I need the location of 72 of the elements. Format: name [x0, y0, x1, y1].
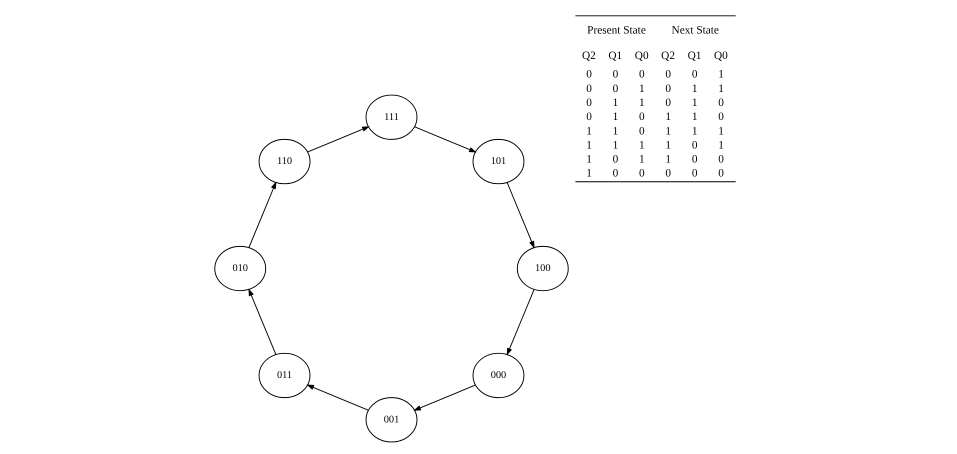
- label: 0: [718, 111, 724, 124]
- arrow: [248, 181, 276, 248]
- label: 1: [638, 96, 644, 109]
- label: 1: [718, 139, 724, 152]
- label: 1: [586, 125, 592, 138]
- arrow: [506, 182, 534, 249]
- label: 0: [612, 68, 618, 81]
- label: 1: [691, 96, 697, 109]
- label: 0: [718, 168, 724, 180]
- label: Next State: [671, 24, 718, 36]
- node-ellipse: 100: [516, 246, 568, 292]
- label: 0: [664, 96, 671, 109]
- node-ellipse: 111: [365, 94, 417, 140]
- label: 0: [638, 111, 644, 124]
- label: 0: [664, 168, 671, 180]
- arrow: [306, 126, 370, 152]
- arrow: [248, 288, 276, 356]
- node-ellipse: 000: [472, 352, 524, 398]
- label: 1: [718, 125, 724, 138]
- label: 1: [691, 125, 697, 138]
- label: Q0: [713, 50, 728, 62]
- label: 0: [691, 154, 697, 166]
- label: 1: [612, 125, 618, 138]
- arrow: [506, 288, 534, 356]
- label: 1: [664, 125, 671, 138]
- label: Present State: [586, 24, 646, 36]
- label: 0: [638, 168, 644, 180]
- node-ellipse: 011: [258, 352, 310, 398]
- label: 0: [638, 125, 644, 138]
- label: 1: [612, 111, 618, 124]
- label: 1: [612, 139, 618, 152]
- node-ellipse: 001: [365, 397, 417, 442]
- label: 0: [691, 168, 697, 180]
- label: 0: [691, 139, 697, 152]
- label: 1: [718, 82, 724, 95]
- label: 1: [638, 139, 644, 152]
- label: 1: [612, 96, 618, 109]
- label: 0: [718, 96, 724, 109]
- arrow: [414, 126, 476, 153]
- label: 1: [718, 68, 724, 81]
- label: 0: [638, 68, 644, 81]
- node-ellipse: 110: [258, 138, 310, 184]
- label: 1: [586, 168, 592, 180]
- node-ellipse: 101: [472, 138, 524, 184]
- label: Q1: [687, 50, 701, 62]
- label: 0: [664, 82, 671, 95]
- arrow: [412, 384, 476, 411]
- label: 0: [664, 68, 671, 81]
- label: 1: [664, 154, 671, 166]
- label: Q2: [581, 50, 596, 62]
- label: 0: [691, 68, 697, 81]
- label: Q0: [634, 50, 648, 62]
- label: 0: [612, 154, 618, 166]
- label: 1: [664, 111, 671, 124]
- label: 1: [638, 154, 644, 166]
- label: 1: [691, 111, 697, 124]
- label: 1: [586, 154, 592, 166]
- label: 1: [664, 139, 671, 152]
- label: Q1: [608, 50, 622, 62]
- label: Q2: [660, 50, 675, 62]
- label: 1: [638, 82, 644, 95]
- label: 0: [586, 111, 592, 124]
- label: 1: [586, 139, 592, 152]
- label: 0: [586, 82, 592, 95]
- label: 0: [612, 82, 618, 95]
- label: 0: [586, 96, 592, 109]
- arrow: [306, 384, 368, 411]
- node-ellipse: 010: [214, 246, 266, 292]
- label: 0: [612, 168, 618, 180]
- label: 0: [586, 68, 592, 81]
- label: 0: [718, 154, 724, 166]
- label: 1: [691, 82, 697, 95]
